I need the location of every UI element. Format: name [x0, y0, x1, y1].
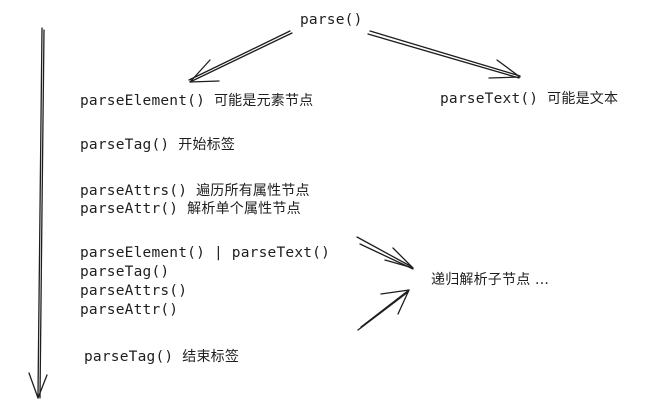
parse-element-node: parseElement() 可能是元素节点 [80, 92, 313, 110]
parse-text-code: parseText() [440, 91, 539, 107]
parse-element-code: parseElement() [80, 93, 206, 109]
arrow-parse-to-element [188, 30, 293, 83]
attr-note: 解析单个属性节点 [187, 201, 301, 217]
parse-text-node: parseText() 可能是文本 [440, 90, 618, 108]
attrs-code: parseAttrs() [80, 183, 188, 199]
attrs-step: parseAttrs() 遍历所有属性节点 [80, 182, 310, 200]
parse-text-note: 可能是文本 [547, 91, 619, 107]
close-tag-step: parseTag() 结束标签 [84, 348, 239, 366]
timeline-arrow [28, 27, 48, 399]
recursive-line-4: parseAttr() [80, 302, 179, 318]
open-tag-note: 开始标签 [178, 137, 236, 153]
parse-node: parse() [300, 12, 363, 28]
recursion-note: 递归解析子节点 ... [431, 272, 550, 288]
attr-step: parseAttr() 解析单个属性节点 [80, 200, 301, 218]
attr-code: parseAttr() [80, 201, 179, 217]
close-tag-note: 结束标签 [182, 349, 240, 365]
open-tag-step: parseTag() 开始标签 [80, 136, 235, 154]
recursive-line-1: parseElement() | parseText() [80, 245, 331, 261]
open-tag-code: parseTag() [80, 137, 170, 153]
arrow-recursion-lower [357, 289, 410, 331]
arrow-recursion-upper [356, 236, 414, 270]
attrs-note: 遍历所有属性节点 [196, 183, 310, 199]
recursive-line-2: parseTag() [80, 264, 170, 280]
close-tag-code: parseTag() [84, 349, 174, 365]
recursive-line-3: parseAttrs() [80, 283, 188, 299]
parse-element-note: 可能是元素节点 [213, 93, 314, 109]
arrow-parse-to-text [367, 30, 521, 79]
